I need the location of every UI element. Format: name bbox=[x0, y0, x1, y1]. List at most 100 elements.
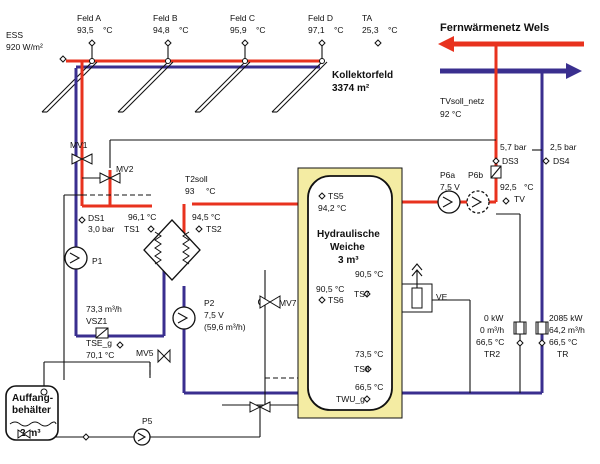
svg-text:Feld C: Feld C bbox=[230, 13, 255, 23]
svg-text:2085 kW: 2085 kW bbox=[549, 313, 583, 323]
return-network-arrow bbox=[440, 63, 582, 79]
svg-text:70,1 °C: 70,1 °C bbox=[86, 350, 114, 360]
pump-p6a[interactable]: P6a 7,5 V bbox=[437, 170, 461, 214]
svg-text:90,5 °C: 90,5 °C bbox=[316, 284, 344, 294]
pump-p2[interactable]: P2 7,5 V (59,6 m³/h) bbox=[172, 298, 246, 332]
svg-text:3,0 bar: 3,0 bar bbox=[88, 224, 115, 234]
tvsoll-label: TVsoll_netz 92 °C bbox=[440, 96, 484, 119]
svg-text:°C: °C bbox=[206, 186, 216, 196]
mv1-valve[interactable]: MV1 bbox=[70, 140, 93, 165]
svg-text:MV1: MV1 bbox=[70, 140, 88, 150]
tr2-meter: 0 kW 0 m³/h 66,5 °C TR2 bbox=[476, 313, 527, 359]
mv7-valve[interactable]: MV7 bbox=[258, 295, 297, 309]
mv5-valve[interactable]: MV5 bbox=[136, 348, 171, 364]
svg-text:3 m³: 3 m³ bbox=[338, 255, 359, 266]
svg-text:2 m³: 2 m³ bbox=[20, 428, 41, 439]
svg-text:TS2: TS2 bbox=[206, 224, 222, 234]
svg-text:T2soll: T2soll bbox=[185, 174, 208, 184]
svg-text:°C: °C bbox=[524, 182, 534, 192]
svg-text:MV7: MV7 bbox=[279, 298, 297, 308]
svg-text:96,1 °C: 96,1 °C bbox=[128, 212, 156, 222]
ts6-sensor: 90,5 °C TS6 bbox=[316, 284, 344, 305]
svg-text:92,5: 92,5 bbox=[500, 182, 517, 192]
svg-text:25,3: 25,3 bbox=[362, 25, 379, 35]
svg-text:66,5 °C: 66,5 °C bbox=[549, 337, 577, 347]
supply-network-arrow bbox=[438, 36, 584, 52]
svg-text:ESS: ESS bbox=[6, 30, 23, 40]
svg-text:P2: P2 bbox=[204, 298, 215, 308]
expansion-vessel: VE bbox=[401, 263, 448, 313]
svg-text:P6a: P6a bbox=[440, 170, 455, 180]
field-d-label: Feld D 97,1 °C bbox=[308, 13, 344, 35]
svg-text:VSZ1: VSZ1 bbox=[86, 316, 108, 326]
supply-pipes bbox=[80, 44, 498, 262]
svg-text:MV5: MV5 bbox=[136, 348, 154, 358]
heat-exchanger bbox=[143, 219, 201, 281]
tr-meter: 2085 kW 64,2 m³/h 66,5 °C TR bbox=[535, 313, 585, 359]
svg-text:°C: °C bbox=[256, 25, 266, 35]
catch-tank: Auffang- behälter 2 m³ bbox=[5, 385, 59, 441]
svg-text:DS3: DS3 bbox=[502, 156, 519, 166]
svg-text:P5: P5 bbox=[142, 416, 153, 426]
svg-text:°C: °C bbox=[388, 25, 398, 35]
svg-text:TS6: TS6 bbox=[328, 295, 344, 305]
svg-text:94,8: 94,8 bbox=[153, 25, 170, 35]
check-valve bbox=[490, 165, 502, 179]
svg-text:Hydraulische: Hydraulische bbox=[317, 229, 380, 240]
collector-field-label: Kollektorfeld 3374 m² bbox=[332, 70, 393, 94]
svg-text:93: 93 bbox=[185, 186, 195, 196]
dashed-signal-lines bbox=[82, 194, 310, 379]
svg-text:TV: TV bbox=[514, 194, 525, 204]
collector-field bbox=[41, 58, 328, 113]
irradiance-label: ESS 920 W/m² bbox=[6, 30, 43, 52]
svg-text:°C: °C bbox=[103, 25, 113, 35]
svg-text:Auffang-: Auffang- bbox=[12, 393, 53, 404]
ts7-sensor: 90,5 °C TS7 bbox=[354, 269, 383, 299]
svg-text:behälter: behälter bbox=[12, 405, 51, 416]
ts8-sensor: 73,5 °C TS8 bbox=[354, 349, 383, 374]
drain-valves bbox=[17, 388, 90, 441]
svg-text:97,1: 97,1 bbox=[308, 25, 325, 35]
svg-text:P1: P1 bbox=[92, 256, 103, 266]
svg-text:°C: °C bbox=[179, 25, 189, 35]
svg-text:TS7: TS7 bbox=[354, 289, 370, 299]
pump-p5[interactable]: P5 bbox=[133, 416, 153, 446]
svg-text:(59,6 m³/h): (59,6 m³/h) bbox=[204, 322, 246, 332]
svg-text:DS4: DS4 bbox=[553, 156, 570, 166]
tse-sensor: TSE_g 70,1 °C bbox=[86, 338, 124, 360]
svg-text:TA: TA bbox=[362, 13, 373, 23]
field-sensors bbox=[59, 39, 382, 63]
field-c-label: Feld C 95,9 °C bbox=[230, 13, 266, 35]
svg-text:TWU_g: TWU_g bbox=[336, 394, 365, 404]
svg-text:TS5: TS5 bbox=[328, 191, 344, 201]
ts2-sensor: 94,5 °C TS2 bbox=[192, 212, 222, 234]
svg-text:92 °C: 92 °C bbox=[440, 109, 461, 119]
svg-text:2,5 bar: 2,5 bar bbox=[550, 142, 577, 152]
svg-text:TS8: TS8 bbox=[354, 364, 370, 374]
svg-text:TVsoll_netz: TVsoll_netz bbox=[440, 96, 484, 106]
svg-text:73,5 °C: 73,5 °C bbox=[355, 349, 383, 359]
svg-text:0 m³/h: 0 m³/h bbox=[480, 325, 504, 335]
svg-text:7,5 V: 7,5 V bbox=[204, 310, 224, 320]
svg-text:Feld B: Feld B bbox=[153, 13, 178, 23]
svg-text:90,5 °C: 90,5 °C bbox=[355, 269, 383, 279]
tv-sensor: 92,5 °C TV bbox=[500, 182, 534, 205]
pump-p1[interactable]: P1 bbox=[64, 246, 103, 270]
pump-p6b[interactable]: P6b bbox=[466, 170, 490, 214]
svg-text:Weiche: Weiche bbox=[330, 242, 365, 253]
svg-text:94,5 °C: 94,5 °C bbox=[192, 212, 220, 222]
tank-label: Hydraulische Weiche 3 m³ bbox=[317, 229, 380, 266]
bottom-valve[interactable] bbox=[249, 401, 271, 413]
svg-text:Feld D: Feld D bbox=[308, 13, 333, 23]
mv2-valve[interactable]: MV2 bbox=[99, 164, 134, 184]
svg-text:94,2 °C: 94,2 °C bbox=[318, 203, 346, 213]
svg-text:66,5 °C: 66,5 °C bbox=[355, 382, 383, 392]
svg-text:P6b: P6b bbox=[468, 170, 483, 180]
svg-text:Kollektorfeld: Kollektorfeld bbox=[332, 70, 393, 81]
svg-text:920 W/m²: 920 W/m² bbox=[6, 42, 43, 52]
svg-text:5,7 bar: 5,7 bar bbox=[500, 142, 527, 152]
svg-text:VE: VE bbox=[436, 292, 448, 302]
vsz1-meter: 73,3 m³/h VSZ1 bbox=[86, 304, 122, 339]
svg-text:TR2: TR2 bbox=[484, 349, 500, 359]
ts5-sensor: TS5 94,2 °C bbox=[318, 191, 346, 213]
